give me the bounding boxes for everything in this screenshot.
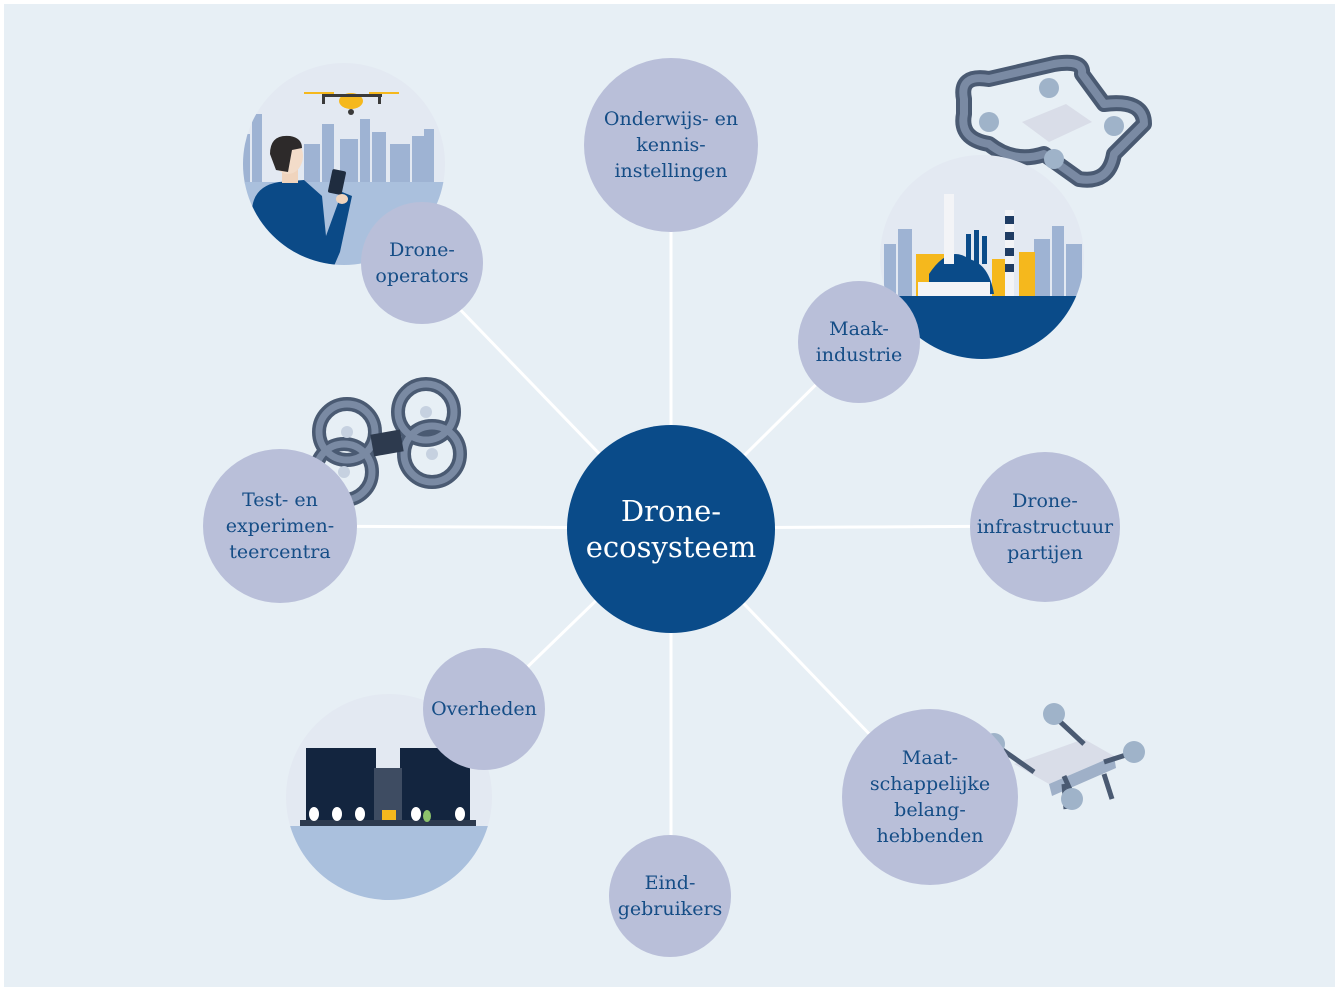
node-onderwijs-label: Onderwijs- en kennis- instellingen <box>603 108 739 182</box>
diagram-canvas: Onderwijs- en kennis- instellingen Drone… <box>4 4 1335 987</box>
node-drone-operators-label: Drone- operators <box>375 239 469 287</box>
node-overheden: Overheden <box>423 648 545 770</box>
node-center-ecosysteem: Drone- ecosysteem <box>567 425 775 633</box>
node-onderwijs: Onderwijs- en kennis- instellingen <box>584 58 758 232</box>
node-overheden-label: Overheden <box>431 698 537 720</box>
node-maakindustrie-label: Maak- industrie <box>815 318 903 366</box>
flying-drone-illustration <box>983 703 1145 810</box>
node-test-label: Test- en experimen- teercentra <box>225 489 335 563</box>
node-maakindustrie: Maak- industrie <box>798 281 920 403</box>
ring-drone-illustration <box>955 54 1152 188</box>
node-eindgebruikers-label: Eind- gebruikers <box>617 872 723 920</box>
node-drone-operators: Drone- operators <box>361 202 483 324</box>
factory-illustration <box>880 155 1084 359</box>
node-test: Test- en experimen- teercentra <box>203 449 357 603</box>
node-infra: Drone- infrastructuur partijen <box>970 452 1120 602</box>
quadcopter-illustration <box>309 377 467 507</box>
node-eindgebruikers: Eind- gebruikers <box>609 835 731 957</box>
node-maatschappelijk-label: Maat- schappelijke belang- hebbenden <box>869 747 991 847</box>
center-label: Drone- ecosysteem <box>585 494 757 564</box>
node-maatschappelijk: Maat- schappelijke belang- hebbenden <box>842 709 1018 885</box>
node-infra-label: Drone- infrastructuur partijen <box>976 490 1114 564</box>
